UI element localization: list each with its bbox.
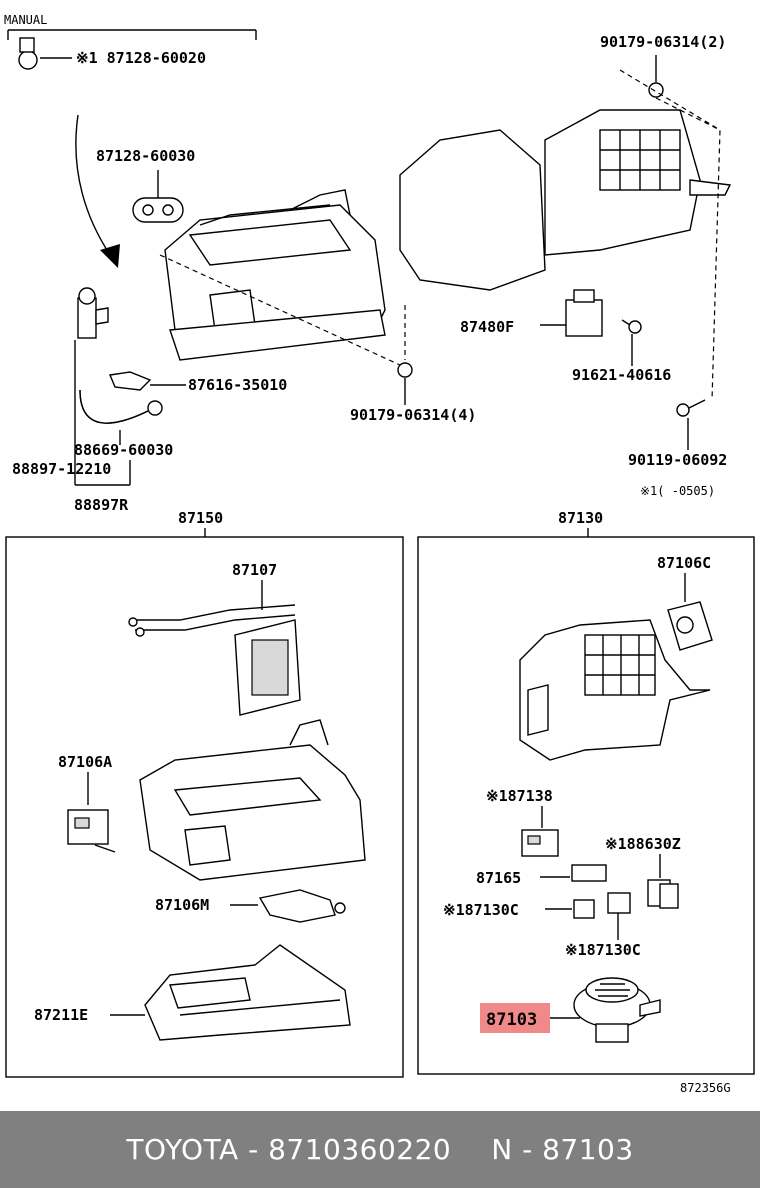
servo-motor-icon	[667, 601, 713, 651]
highlight-badge	[480, 1003, 550, 1033]
clip-icon	[18, 37, 38, 70]
nut-icon	[397, 362, 413, 378]
label-pipe: 88897-12210	[12, 460, 111, 478]
label-heater-core: 87107	[232, 561, 277, 579]
label-relay: 87480F	[460, 318, 514, 336]
heater-case-icon	[139, 719, 366, 881]
relay-icon	[573, 899, 595, 919]
screw-icon	[621, 319, 642, 334]
right-box-title: 87130	[558, 509, 603, 527]
seal-icon	[132, 197, 184, 223]
label-duct-e: 87211E	[34, 1006, 88, 1024]
heater-unit-icon	[164, 189, 386, 361]
relay-icon	[607, 892, 631, 914]
blower-housing-icon	[399, 109, 732, 291]
right-box	[417, 536, 755, 1075]
servo-motor-icon	[258, 889, 346, 923]
left-box-title: 87150	[178, 509, 223, 527]
footer-part-number: TOYOTA - 8710360220	[126, 1133, 452, 1166]
clip-part-number: ※1 87128-60020	[76, 49, 206, 67]
connector-icon	[571, 864, 607, 882]
arrow-icon	[75, 114, 116, 263]
clamp-icon	[109, 371, 152, 391]
label-hose: 88669-60030	[74, 441, 173, 459]
parts-diagram: MANUAL ※1 87128-60020 87128-60030 90179-…	[4, 13, 755, 1095]
manual-label: MANUAL	[4, 13, 47, 27]
label-seal: 87128-60030	[96, 147, 195, 165]
label-nut-mid: 90179-06314(4)	[350, 406, 476, 424]
bolt-icon	[676, 399, 706, 417]
relay-icon	[647, 879, 679, 909]
label-blower[interactable]: 87103	[486, 1010, 537, 1030]
label-nut-top: 90179-06314(2)	[600, 33, 726, 51]
left-box	[5, 536, 404, 1078]
hose-icon	[79, 389, 163, 424]
footer-reference: N - 87103	[491, 1133, 634, 1166]
label-bolt: 90119-06092	[628, 451, 727, 469]
duct-icon	[144, 944, 351, 1041]
pipe-icon	[77, 287, 109, 339]
label-servo-c: 87106C	[657, 554, 711, 572]
footer-bar: TOYOTA - 8710360220 N - 87103	[0, 1111, 760, 1188]
label-kit: 88897R	[74, 496, 129, 514]
label-servo-a: 87106A	[58, 753, 112, 771]
label-servo-m: 87106M	[155, 896, 209, 914]
label-relay-c2: ※187130C	[565, 941, 641, 959]
label-clamp: 87616-35010	[188, 376, 287, 394]
blower-motor-icon[interactable]	[573, 977, 661, 1043]
footnote: ※1( -0505)	[640, 484, 715, 498]
label-screw: 91621-40616	[572, 366, 671, 384]
label-resistor: ※187138	[486, 787, 553, 805]
relay-icon	[565, 289, 603, 337]
resistor-icon	[521, 829, 559, 857]
heater-core-icon	[128, 604, 301, 716]
blower-case-icon	[519, 619, 711, 761]
label-relay-z: ※188630Z	[605, 835, 681, 853]
diagram-code: 872356G	[680, 1081, 731, 1095]
servo-motor-icon	[67, 809, 116, 853]
label-connector: 87165	[476, 869, 521, 887]
label-relay-c1: ※187130C	[443, 901, 519, 919]
